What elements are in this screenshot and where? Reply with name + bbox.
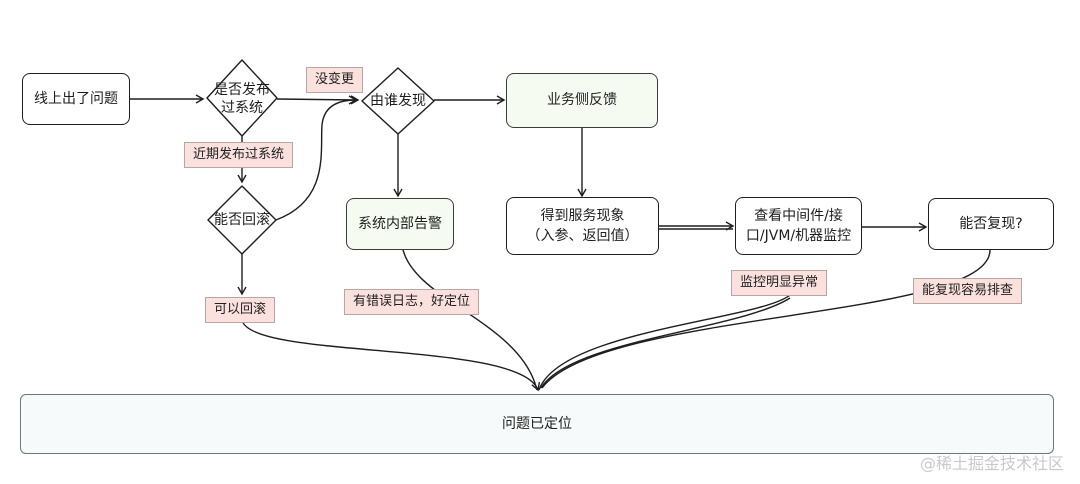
- node-online-issue-label: 线上出了问题: [34, 90, 118, 107]
- tag-easy-reproduce: 能复现容易排查: [913, 278, 1023, 304]
- curve-from-alert: [401, 244, 538, 391]
- node-get-symptom: 得到服务现象 （入参、返回值）: [506, 197, 659, 255]
- node-released-question: 是否发布 过系统: [204, 80, 280, 118]
- curve-from-monitor-2: [540, 297, 791, 389]
- node-reproducible-label: 能否复现?: [959, 215, 1023, 232]
- tag-monitor-anomaly: 监控明显异常: [731, 270, 828, 296]
- node-located: 问题已定位: [20, 394, 1054, 454]
- node-business-feedback: 业务侧反馈: [506, 73, 658, 128]
- tag-recent-release-label: 近期发布过系统: [193, 147, 285, 162]
- node-system-alert: 系统内部告警: [346, 198, 454, 250]
- tag-no-change-label: 没变更: [315, 72, 355, 87]
- node-online-issue: 线上出了问题: [22, 73, 130, 125]
- tag-easy-reproduce-label: 能复现容易排查: [922, 283, 1014, 298]
- tag-error-log-label: 有错误日志，好定位: [353, 294, 471, 309]
- tag-no-change: 没变更: [306, 67, 364, 93]
- node-check-monitor-line1: 查看中间件/接: [754, 207, 843, 224]
- watermark: @稀土掘金技术社区: [919, 454, 1064, 473]
- tag-can-rollback-label: 可以回滚: [214, 302, 267, 317]
- node-who-found: 由谁发现: [360, 88, 436, 114]
- node-get-symptom-line1: 得到服务现象: [540, 207, 625, 224]
- curve-from-monitor: [538, 294, 791, 391]
- curve-from-reproduce: [541, 249, 991, 389]
- tag-recent-release: 近期发布过系统: [184, 142, 294, 168]
- node-check-monitor: 查看中间件/接 口/JVM/机器监控: [735, 197, 862, 255]
- node-system-alert-label: 系统内部告警: [358, 215, 442, 232]
- tag-error-log: 有错误日志，好定位: [344, 289, 480, 315]
- node-get-symptom-line2: （入参、返回值）: [526, 228, 639, 244]
- tag-can-rollback: 可以回滚: [205, 297, 276, 323]
- node-released-line2: 过系统: [221, 100, 263, 116]
- node-reproducible: 能否复现?: [928, 198, 1054, 250]
- node-released-line1: 是否发布: [214, 81, 270, 98]
- node-located-label: 问题已定位: [502, 415, 572, 432]
- node-can-rollback: 能否回滚: [206, 208, 278, 232]
- node-check-monitor-line2: 口/JVM/机器监控: [745, 228, 852, 244]
- node-business-feedback-label: 业务侧反馈: [547, 92, 617, 109]
- arrow-released-to-who: [276, 95, 360, 105]
- node-who-found-label: 由谁发现: [370, 92, 426, 109]
- curve-rollback-to-who: [275, 95, 358, 221]
- tag-monitor-anomaly-label: 监控明显异常: [740, 275, 819, 290]
- node-can-rollback-label: 能否回滚: [214, 211, 270, 228]
- curve-from-rollback: [241, 319, 541, 392]
